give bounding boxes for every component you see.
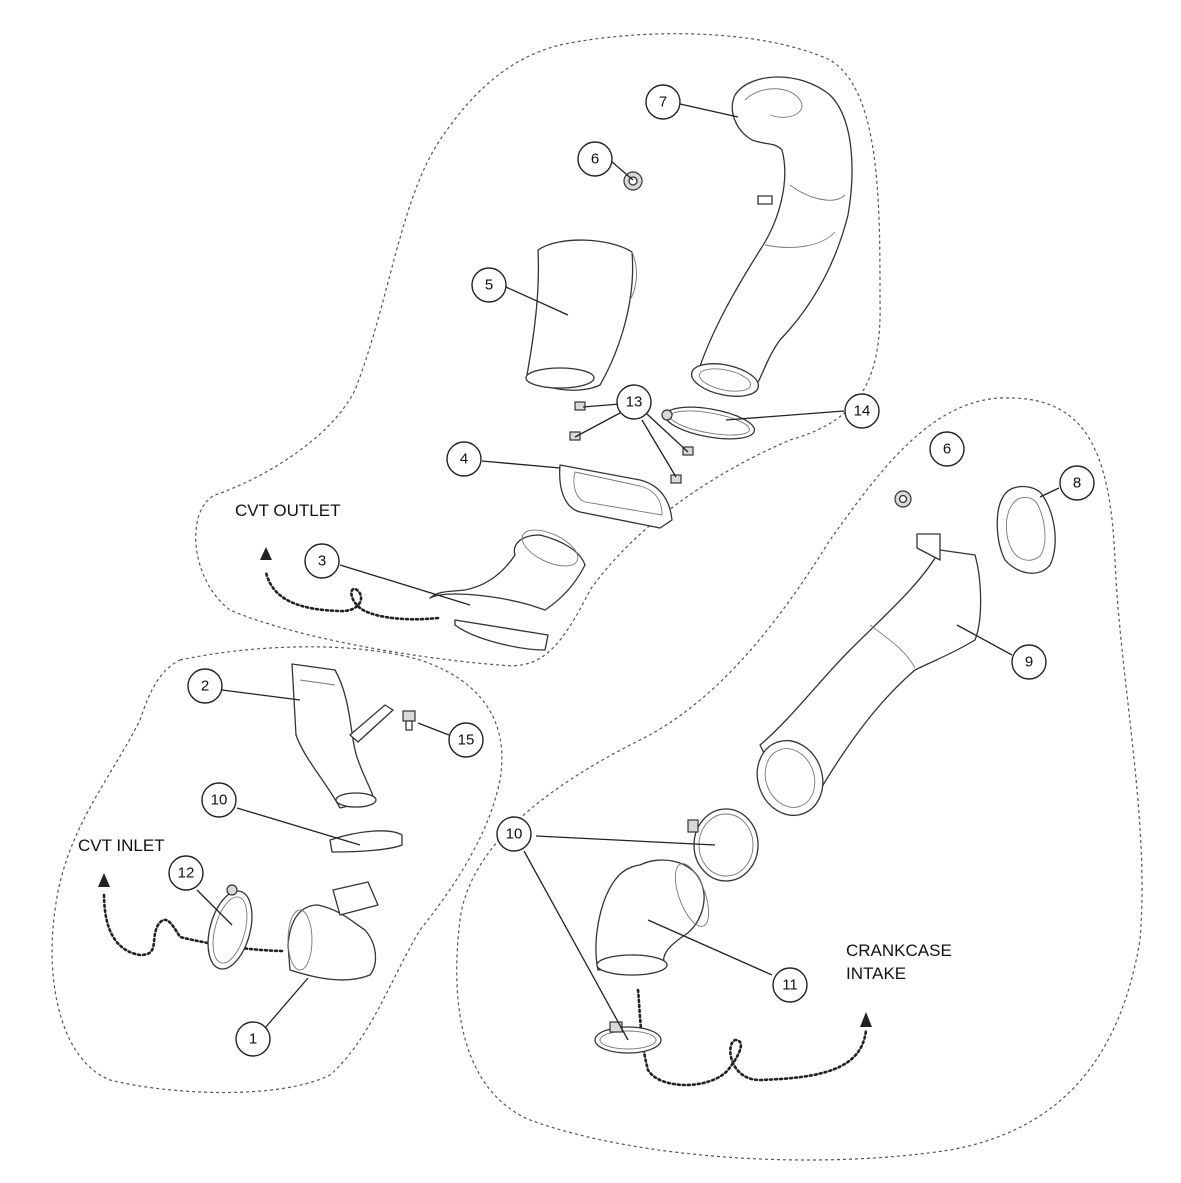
part-3-outlet-duct [429, 529, 586, 651]
zone-label-crankcase-intake-line1: CRANKCASE [846, 941, 952, 960]
svg-text:9: 9 [1025, 654, 1033, 671]
callout-6-upper: 6 [577, 141, 613, 177]
callout-8: 8 [1059, 465, 1095, 501]
leader-lines [196, 103, 1060, 1041]
part-13-bolts [569, 401, 694, 484]
part-14-clamp [661, 406, 756, 440]
part-10-clamp-inlet [329, 830, 403, 853]
svg-text:6: 6 [943, 441, 951, 458]
callout-11: 11 [772, 967, 808, 1003]
arrow-head-icon [260, 547, 272, 560]
svg-text:12: 12 [178, 865, 195, 882]
callout-4: 4 [446, 441, 482, 477]
zone-label-cvt-inlet: CVT INLET [78, 836, 165, 855]
callout-14: 14 [844, 393, 880, 429]
part-9-intake-duct [756, 533, 982, 816]
svg-text:5: 5 [485, 277, 493, 294]
airflow-route-cvt-outlet [260, 547, 440, 621]
arrow-head-icon [98, 873, 110, 887]
svg-text:13: 13 [626, 394, 643, 411]
part-4-gasket [559, 464, 673, 529]
part-6-nut-right [894, 490, 912, 508]
svg-text:8: 8 [1073, 475, 1081, 492]
callout-5: 5 [471, 267, 507, 303]
callout-10-inlet: 10 [201, 782, 237, 818]
callout-15: 15 [448, 722, 484, 758]
callout-7: 7 [645, 84, 681, 120]
svg-text:10: 10 [211, 792, 228, 809]
zone-label-cvt-outlet: CVT OUTLET [235, 501, 340, 520]
part-8-seal-ring [996, 485, 1056, 574]
svg-text:7: 7 [659, 94, 667, 111]
part-5-sleeve [525, 239, 637, 391]
callout-12: 12 [168, 855, 204, 891]
callout-10-crankcase: 10 [496, 816, 532, 852]
callout-3: 3 [304, 543, 340, 579]
airflow-route-crankcase-intake [636, 988, 872, 1087]
part-12-clamp-ring [207, 884, 253, 970]
part-1-elbow [287, 881, 379, 981]
part-15-bolt [402, 710, 416, 731]
arrow-head-icon [860, 1012, 872, 1027]
callout-9: 9 [1011, 644, 1047, 680]
svg-text:15: 15 [458, 732, 475, 749]
svg-text:10: 10 [506, 826, 523, 843]
zone-outline-crankcase-intake [456, 397, 1143, 1161]
callout-2: 2 [187, 668, 223, 704]
callout-1: 1 [235, 1021, 271, 1057]
zone-outline-cvt-inlet [51, 646, 503, 1094]
zone-outline-cvt-outlet [195, 33, 881, 667]
svg-text:6: 6 [591, 151, 599, 168]
part-11-crankcase-elbow [595, 859, 710, 976]
part-10-clamp-crankcase-upper [687, 808, 759, 882]
svg-text:2: 2 [201, 678, 209, 695]
callout-6-right: 6 [929, 431, 965, 467]
part-10-clamp-crankcase-lower [594, 1021, 662, 1054]
part-2-inlet-duct [291, 663, 394, 809]
svg-text:4: 4 [460, 451, 468, 468]
svg-text:11: 11 [782, 977, 798, 994]
part-7-upper-duct [690, 76, 853, 397]
svg-text:1: 1 [249, 1031, 257, 1048]
svg-text:14: 14 [854, 403, 871, 420]
zone-label-crankcase-intake-line2: INTAKE [846, 964, 906, 983]
callout-13: 13 [616, 384, 652, 420]
svg-text:3: 3 [318, 553, 326, 570]
